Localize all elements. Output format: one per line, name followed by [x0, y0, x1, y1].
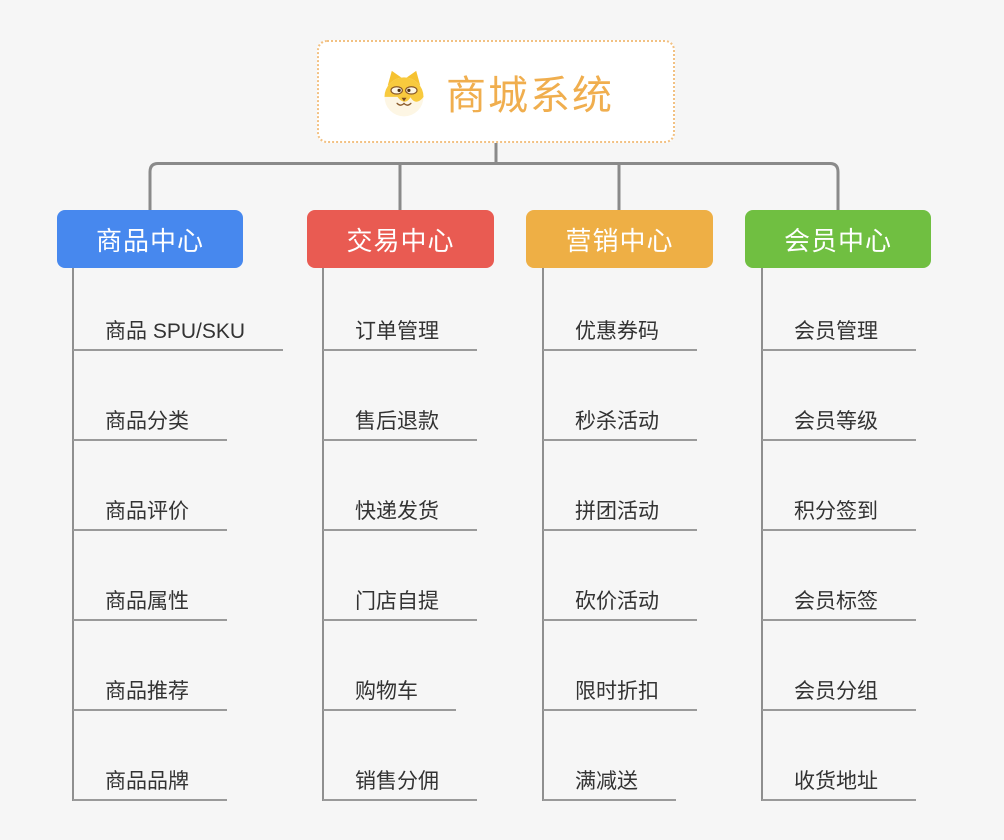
subtopic[interactable]: 商品评价 — [73, 441, 227, 531]
subtopic-label: 快递发货 — [355, 500, 439, 523]
branch-topic-label: 会员中心 — [783, 225, 892, 256]
subtopic-label: 商品 SPU/SKU — [105, 320, 246, 343]
subtopic-label: 拼团活动 — [575, 500, 659, 523]
subtopic[interactable]: 收货地址 — [762, 711, 916, 801]
root-topic-label: 商城系统 — [446, 73, 614, 118]
subtopic-label: 订单管理 — [355, 320, 439, 343]
branch-topic-label: 商品中心 — [95, 225, 204, 256]
branch-topic-label: 营销中心 — [565, 225, 674, 256]
subtopic-label: 收货地址 — [794, 770, 878, 793]
subtopic-label: 会员分组 — [794, 680, 878, 703]
subtopic-label: 商品评价 — [105, 500, 189, 523]
subtopic[interactable]: 满减送 — [543, 711, 676, 801]
subtopic[interactable]: 拼团活动 — [543, 441, 697, 531]
subtopic-list-trade: 订单管理 售后退款 快递发货 门店自提 购物车 销售分佣 — [323, 268, 477, 801]
subtopic-label: 商品品牌 — [105, 770, 189, 793]
subtopic[interactable]: 商品推荐 — [73, 621, 227, 711]
subtopic[interactable]: 快递发货 — [323, 441, 477, 531]
subtopic[interactable]: 砍价活动 — [543, 531, 697, 621]
subtopic-list-marketing: 优惠券码 秒杀活动 拼团活动 砍价活动 限时折扣 满减送 — [543, 268, 697, 801]
subtopic[interactable]: 限时折扣 — [543, 621, 697, 711]
subtopic-label: 商品属性 — [105, 590, 189, 613]
subtopic[interactable]: 秒杀活动 — [543, 351, 697, 441]
branch-topic-member-center[interactable]: 会员中心 — [745, 210, 931, 268]
subtopic-label: 售后退款 — [355, 410, 439, 433]
subtopic-list-product: 商品 SPU/SKU 商品分类 商品评价 商品属性 商品推荐 商品品牌 — [73, 268, 284, 801]
branch-topic-label: 交易中心 — [346, 225, 455, 256]
subtopic-list-member: 会员管理 会员等级 积分签到 会员标签 会员分组 收货地址 — [762, 268, 916, 801]
subtopic[interactable]: 会员等级 — [762, 351, 916, 441]
subtopic-label: 会员标签 — [794, 590, 878, 613]
subtopic-label: 购物车 — [355, 680, 418, 703]
subtopic[interactable]: 商品分类 — [73, 351, 227, 441]
subtopic-label: 满减送 — [575, 770, 638, 793]
subtopic-label: 秒杀活动 — [575, 410, 659, 433]
subtopic[interactable]: 门店自提 — [323, 531, 477, 621]
subtopic[interactable]: 售后退款 — [323, 351, 477, 441]
shiba-dog-icon — [384, 70, 424, 116]
subtopic[interactable]: 积分签到 — [762, 441, 916, 531]
subtopic[interactable]: 会员标签 — [762, 531, 916, 621]
subtopic-label: 销售分佣 — [355, 770, 439, 793]
root-topic[interactable]: 商城系统 — [317, 40, 675, 143]
subtopic-label: 积分签到 — [794, 500, 878, 523]
branch-topic-trade-center[interactable]: 交易中心 — [307, 210, 494, 268]
subtopic-label: 门店自提 — [355, 590, 439, 613]
subtopic-label: 优惠券码 — [575, 320, 659, 343]
subtopic[interactable]: 订单管理 — [323, 268, 477, 351]
subtopic[interactable]: 商品属性 — [73, 531, 227, 621]
branch-topic-marketing-center[interactable]: 营销中心 — [526, 210, 713, 268]
subtopic[interactable]: 会员分组 — [762, 621, 916, 711]
subtopic-label: 限时折扣 — [575, 680, 659, 703]
subtopic-label: 商品推荐 — [105, 680, 189, 703]
subtopic-label: 砍价活动 — [575, 590, 659, 613]
subtopic-label: 会员等级 — [794, 410, 878, 433]
subtopic[interactable]: 销售分佣 — [323, 711, 477, 801]
subtopic[interactable]: 商品 SPU/SKU — [73, 268, 284, 351]
subtopic[interactable]: 购物车 — [323, 621, 456, 711]
subtopic-label: 商品分类 — [105, 410, 189, 433]
subtopic[interactable]: 商品品牌 — [73, 711, 227, 801]
subtopic[interactable]: 优惠券码 — [543, 268, 697, 351]
branch-topic-product-center[interactable]: 商品中心 — [57, 210, 243, 268]
subtopic-label: 会员管理 — [794, 320, 878, 343]
subtopic[interactable]: 会员管理 — [762, 268, 916, 351]
